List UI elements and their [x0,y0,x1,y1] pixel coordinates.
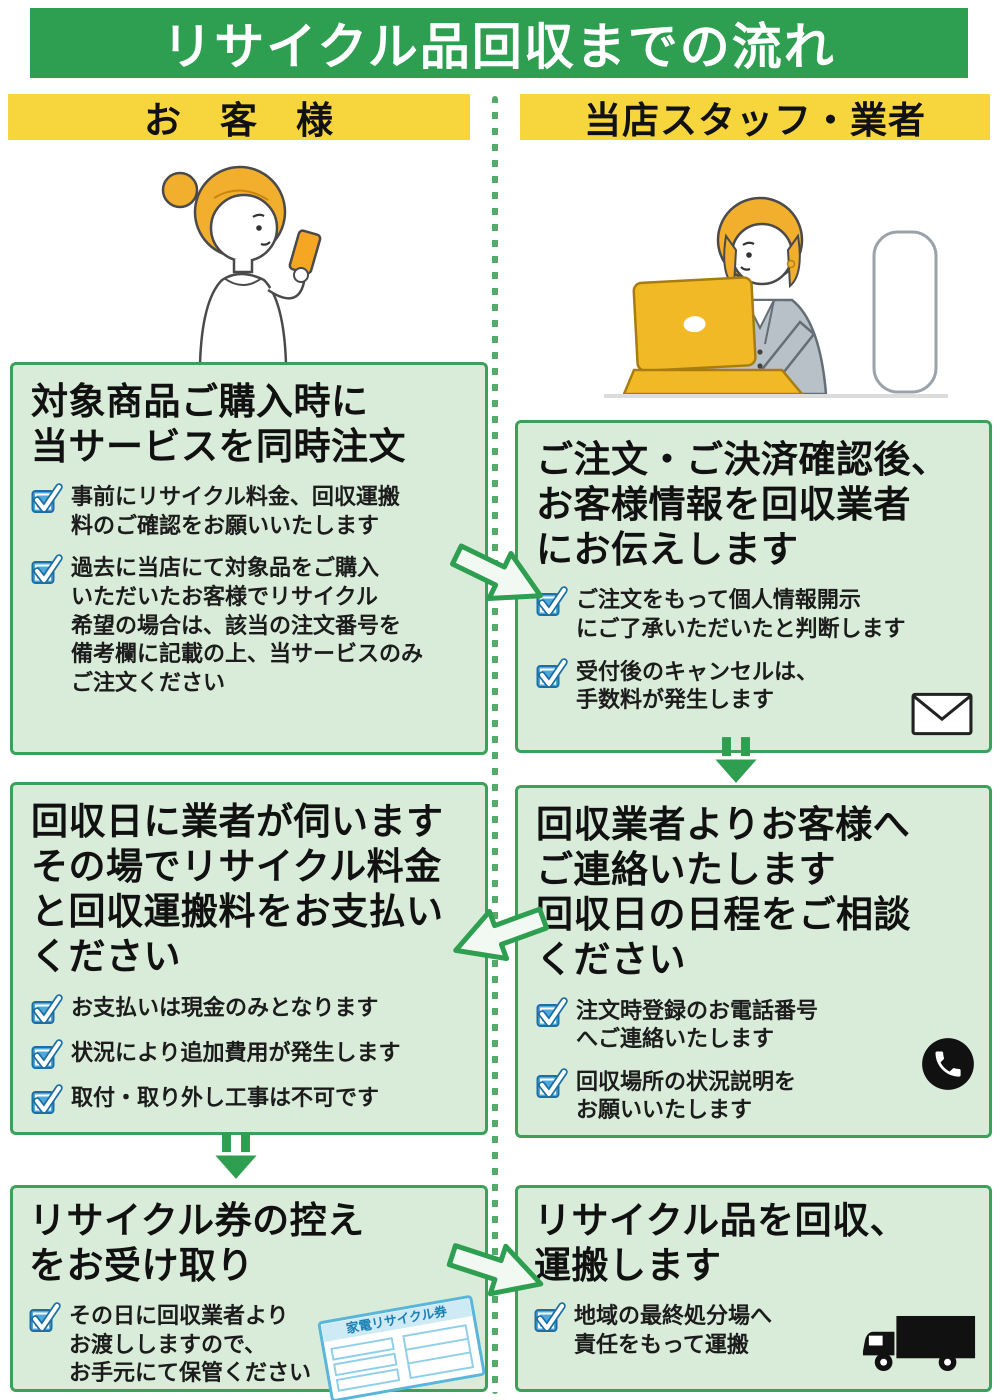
recycle-ticket-icon: 家電リサイクル券 [317,1295,486,1400]
checklist-text: その日に回収業者より お渡ししますので、 お手元にて保管ください [69,1303,312,1386]
checkbox-icon [536,1069,566,1099]
customer-illustration [161,165,322,366]
arrow-customer2-to-customer3 [215,1133,257,1179]
checkbox-icon [31,1040,61,1070]
envelope-icon [911,692,973,736]
checklist-item: 過去に当店にて対象品をご購入 いただいたお客様でリサイクル 希望の場合は、該当の… [31,554,467,697]
customer-step2-box: 回収日に業者が伺います その場でリサイクル料金 と回収運搬料をお支払い ください… [10,782,488,1135]
recycle-ticket-graphic: 家電リサイクル券 [317,1294,488,1400]
truck-icon [862,1315,976,1372]
checklist-item: お支払いは現金のみとなります [31,994,467,1025]
staff-step3-box: リサイクル品を回収、 運搬します 地域の最終処分場へ 責任をもって運搬 [515,1185,992,1392]
checklist-text: 受付後のキャンセルは、 手数料が発生します [576,658,819,713]
staff-illustration [604,196,948,398]
checklist-item: 取付・取り外し工事は不可です [31,1084,467,1115]
checklist-text: 注文時登録のお電話番号 へご連絡いたします [576,997,819,1052]
checklist-item: 注文時登録のお電話番号 へご連絡いたします [536,997,971,1054]
customer-header-label: お 客 様 [144,100,334,141]
checkbox-icon [31,995,61,1025]
staff-step2-box: 回収業者よりお客様へ ご連絡いたします 回収日の日程をご相談 ください 注文時登… [515,785,992,1138]
arrow-staff1-to-staff2 [715,737,757,783]
checklist-item: 状況により追加費用が発生します [31,1039,467,1070]
checkbox-icon [534,1303,564,1333]
checkbox-icon [536,998,566,1028]
column-divider [492,96,498,1394]
page-title: リサイクル品回収までの流れ [162,19,836,75]
checklist-text: 状況により追加費用が発生します [71,1039,401,1065]
customer-step2-title: 回収日に業者が伺います その場でリサイクル料金 と回収運搬料をお支払い ください [31,801,444,978]
checklist-text: ご注文をもって個人情報開示 にご了承いただいたと判断します [576,587,906,641]
checklist-item: 事前にリサイクル料金、回収運搬 料のご確認をお願いいたします [31,483,467,540]
checklist-text: 取付・取り外し工事は不可です [71,1084,380,1110]
checkbox-icon [536,659,566,689]
phone-icon [922,1038,974,1090]
column-header-customer: お 客 様 [8,94,470,141]
customer-step3-title: リサイクル券の控え をお受け取り [29,1200,365,1287]
staff-header-label: 当店スタッフ・業者 [584,100,926,141]
checklist-item: 回収場所の状況説明を お願いいたします [536,1068,971,1125]
checklist-item: 受付後のキャンセルは、 手数料が発生します [536,658,971,715]
checklist-text: 過去に当店にて対象品をご購入 いただいたお客様でリサイクル 希望の場合は、該当の… [71,555,424,695]
staff-step3-title: リサイクル品を回収、 運搬します [534,1200,908,1287]
customer-step1-title: 対象商品ご購入時に 当サービスを同時注文 [31,381,406,468]
checklist-item: 地域の最終処分場へ 責任をもって運搬 [534,1302,973,1359]
checkbox-icon [31,555,61,585]
checklist-item: その日に回収業者より お渡ししますので、 お手元にて保管ください [29,1302,469,1388]
staff-step1-title: ご注文・ご決済確認後、 お客様情報を回収業者 にお伝えします [536,439,949,571]
staff-step1-box: ご注文・ご決済確認後、 お客様情報を回収業者 にお伝えします ご注文をもって個人… [515,420,992,753]
checkbox-icon [31,484,61,514]
checkbox-icon [31,1085,61,1115]
page-banner: リサイクル品回収までの流れ [30,8,968,78]
checklist-text: 地域の最終処分場へ 責任をもって運搬 [574,1303,773,1357]
customer-step3-box: リサイクル券の控え をお受け取り その日に回収業者より お渡ししますので、 お手… [10,1185,488,1400]
staff-step2-title: 回収業者よりお客様へ ご連絡いたします 回収日の日程をご相談 ください [536,804,911,981]
checklist-text: 回収場所の状況説明を お願いいたします [576,1068,797,1123]
checkbox-icon [29,1303,59,1333]
column-header-staff: 当店スタッフ・業者 [520,94,990,141]
checklist-text: 事前にリサイクル料金、回収運搬 料のご確認をお願いいたします [71,484,400,538]
checklist-text: お支払いは現金のみとなります [71,994,379,1020]
checklist-item: ご注文をもって個人情報開示 にご了承いただいたと判断します [536,586,971,643]
customer-step1-box: 対象商品ご購入時に 当サービスを同時注文 事前にリサイクル料金、回収運搬 料のご… [10,362,488,755]
